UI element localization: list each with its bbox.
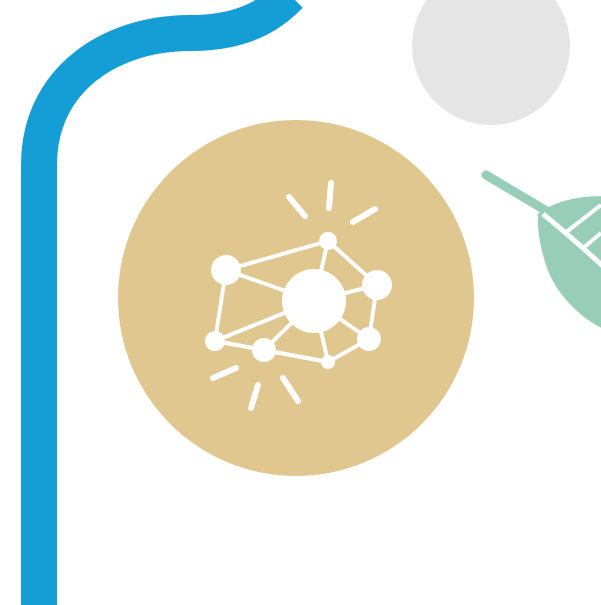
- blue-curve-decoration: [20, 0, 303, 605]
- leaf-icon: [481, 170, 601, 328]
- gray-circle-decoration: [412, 0, 570, 125]
- network-node-circles: [205, 232, 392, 369]
